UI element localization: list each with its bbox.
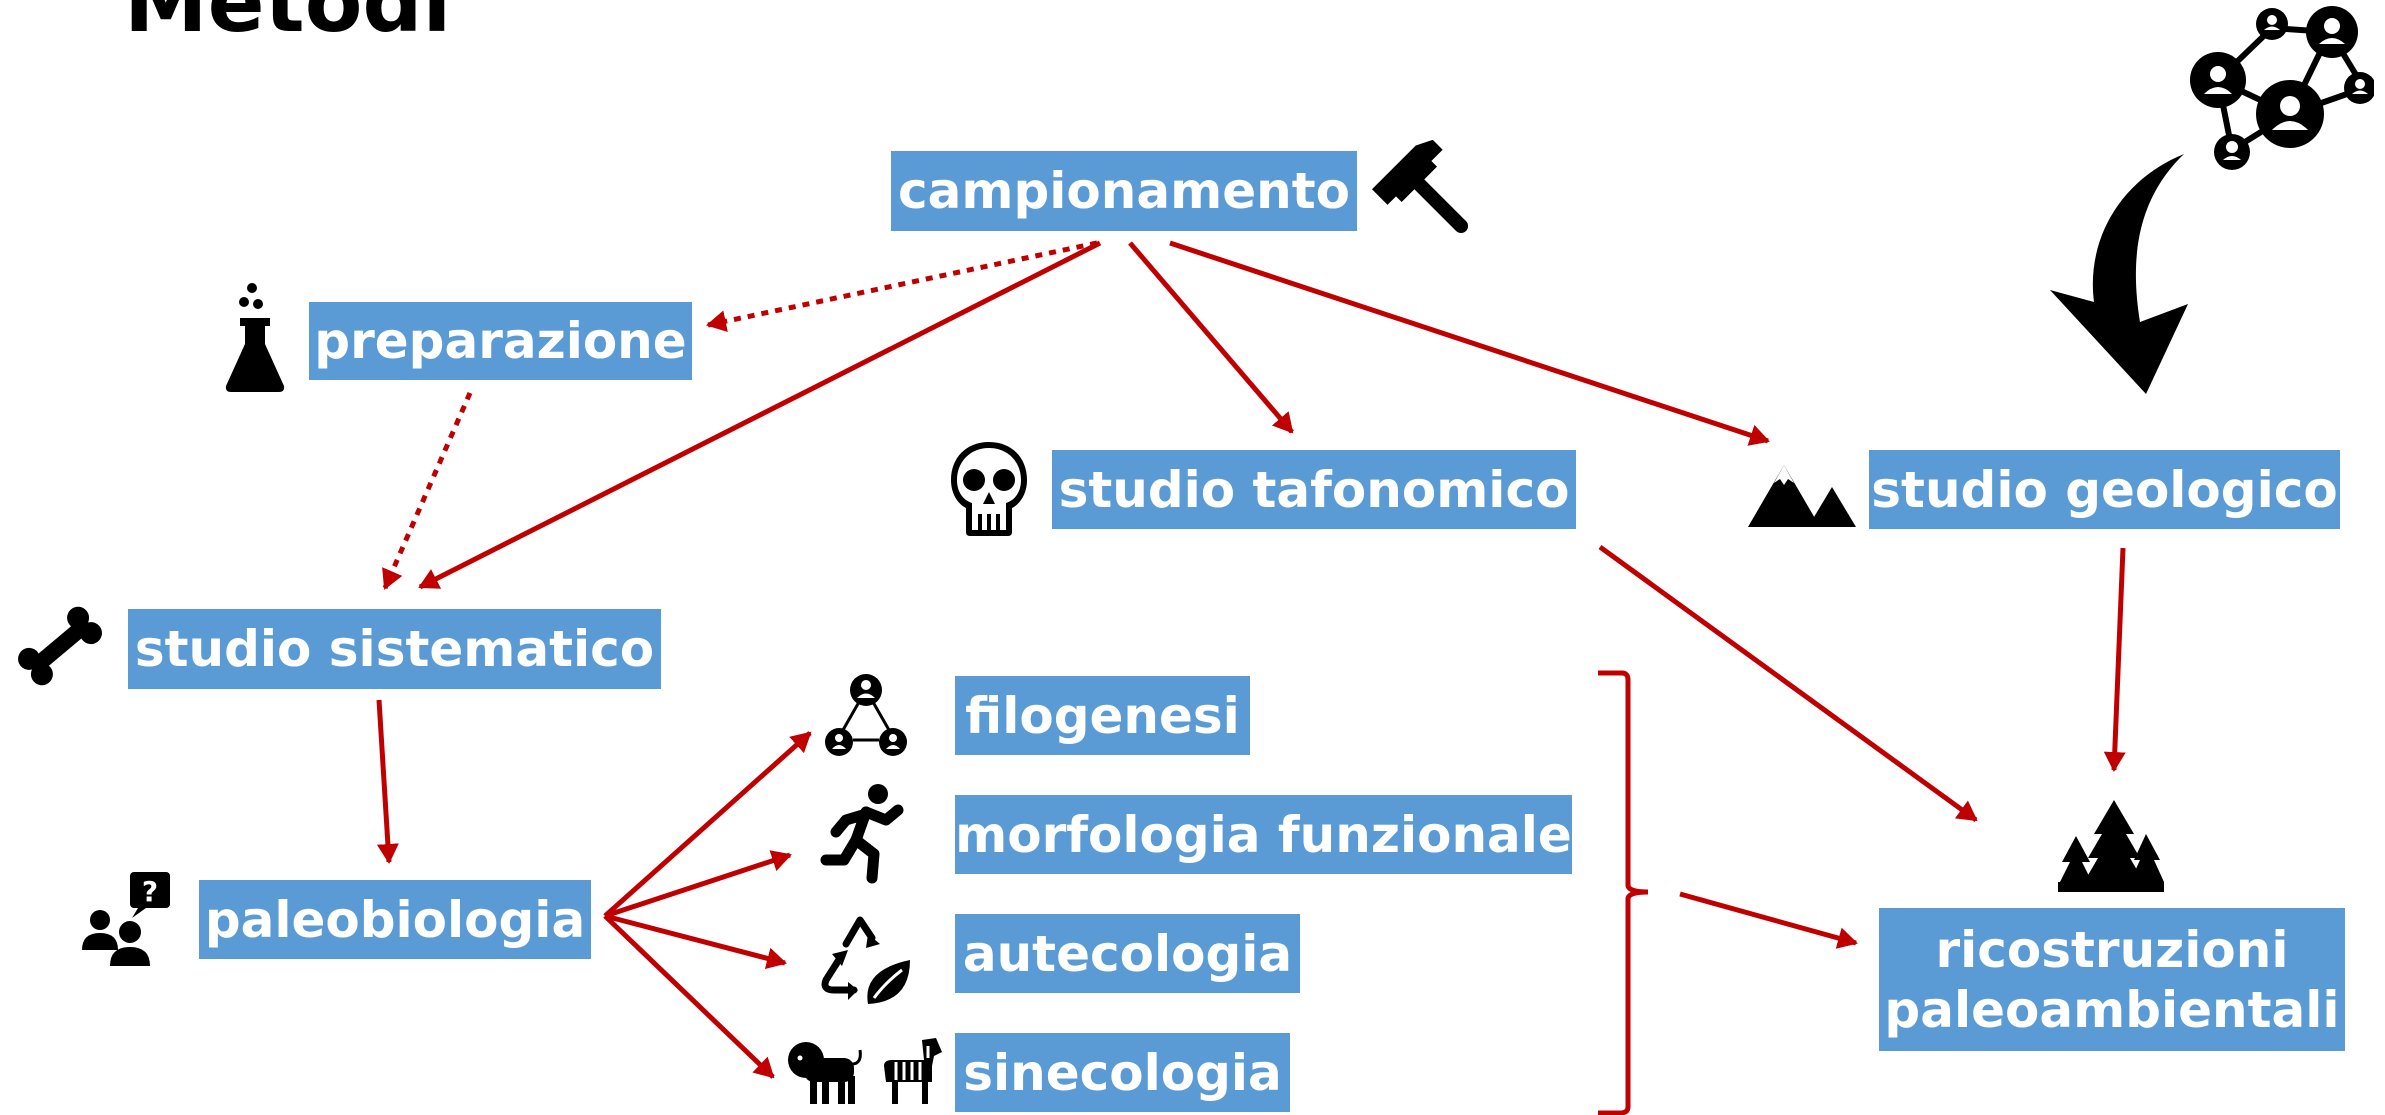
- bone-icon: [18, 606, 102, 686]
- node-campionamento: campionamento: [891, 151, 1357, 231]
- node-label: studio sistematico: [134, 620, 655, 678]
- arrow-sistematico-paleobiologia: [376, 699, 399, 864]
- node-studio-tafonomico: studio tafonomico: [1052, 450, 1576, 529]
- node-paleobiologia: paleobiologia: [199, 880, 591, 959]
- network-icon: [825, 674, 907, 756]
- runner-icon: [820, 784, 904, 884]
- arrow-preparazione-sistematico: [382, 392, 473, 590]
- node-label: filogenesi: [965, 686, 1240, 745]
- node-label: autecologia: [962, 924, 1293, 983]
- node-sinecologia: sinecologia: [955, 1033, 1290, 1112]
- arrow-campionamento-sistematico: [418, 240, 1102, 590]
- arrow-paleobiologia-autecologia: [604, 913, 787, 970]
- arrow-geologico-ricostruzioni: [2103, 547, 2126, 772]
- hammer-icon: [1371, 140, 1469, 234]
- node-morfologia-funzionale: morfologia funzionale: [955, 795, 1572, 874]
- recycle-leaf-icon: [821, 916, 910, 1004]
- node-studio-geologico: studio geologico: [1869, 450, 2340, 529]
- node-autecologia: autecologia: [955, 914, 1300, 993]
- node-filogenesi: filogenesi: [955, 676, 1250, 755]
- arrow-paleobiologia-morfologia: [604, 850, 792, 919]
- trees-icon: [2058, 800, 2164, 892]
- arrow-campionamento-tafonomico: [1128, 241, 1294, 434]
- arrow-campionamento-preparazione: [706, 240, 1098, 333]
- arrow-paleobiologia-filogenesi: [603, 731, 812, 918]
- skull-icon: [951, 442, 1027, 536]
- flask-icon: [225, 283, 285, 392]
- arrow-campionamento-geologico: [1169, 240, 1770, 446]
- zebra-icon: [884, 1038, 942, 1104]
- node-label: paleobiologia: [204, 890, 586, 949]
- curly-brace: [1598, 670, 1649, 1115]
- svg-text:?: ?: [142, 875, 158, 908]
- arrow-paleobiologia-sinecologia: [603, 914, 775, 1079]
- mountain-icon: [1748, 465, 1856, 527]
- curved-arrow-icon: [2050, 154, 2188, 394]
- node-preparazione: preparazione: [309, 302, 692, 380]
- node-label: sinecologia: [963, 1043, 1282, 1102]
- page-title: Metodi: [124, 0, 452, 51]
- lion-icon: [788, 1042, 862, 1104]
- arrow-brace-ricostruzioni: [1679, 891, 1858, 949]
- node-studio-sistematico: studio sistematico: [128, 609, 661, 689]
- node-label: studio geologico: [1871, 460, 2338, 519]
- node-label: morfologia funzionale: [955, 805, 1572, 864]
- node-label-line1: ricostruzioni: [1935, 920, 2289, 979]
- node-label-line2: paleoambientali: [1884, 980, 2340, 1039]
- arrow-tafonomico-ricostruzioni: [1598, 544, 1978, 823]
- node-label: campionamento: [898, 162, 1350, 220]
- node-label: studio tafonomico: [1058, 460, 1570, 519]
- social-network-icon: [2190, 6, 2374, 170]
- node-ricostruzioni-paleoambientali: ricostruzioni paleoambientali: [1879, 908, 2345, 1051]
- node-label: preparazione: [314, 312, 687, 370]
- people-question-icon: ?: [82, 872, 170, 966]
